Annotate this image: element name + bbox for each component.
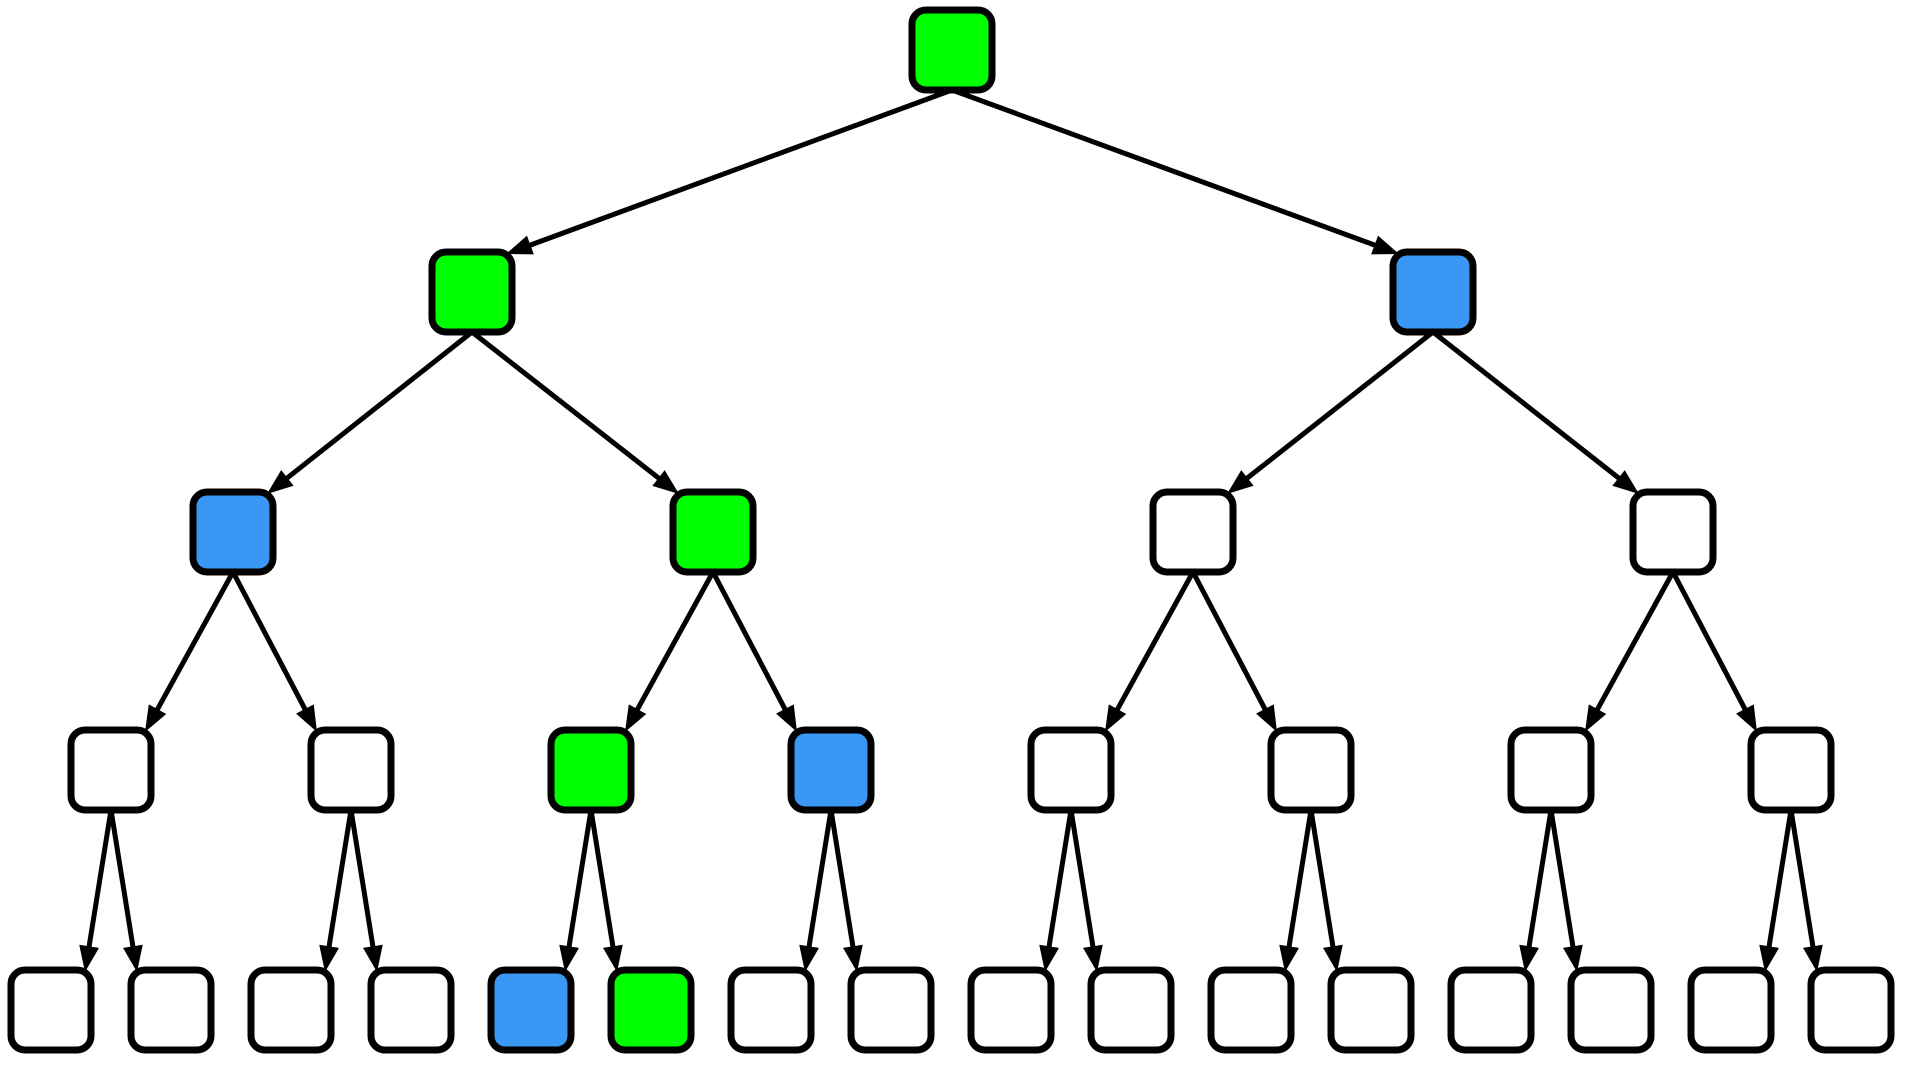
edge-arrowhead-icon: [625, 704, 647, 732]
tree-node-n28-white[interactable]: [1567, 966, 1655, 1054]
edge-arrowhead-icon: [1519, 944, 1539, 972]
edge-arrowhead-icon: [267, 470, 294, 494]
tree-edge: [565, 809, 594, 953]
tree-node-n18-white[interactable]: [367, 966, 455, 1054]
edge-arrowhead-icon: [296, 704, 317, 732]
tree-edge: [152, 570, 236, 716]
edge-arrowhead-icon: [1256, 704, 1277, 732]
edge-arrowhead-icon: [1585, 704, 1607, 732]
tree-edge: [1112, 570, 1196, 716]
edge-arrowhead-icon: [1083, 944, 1103, 972]
tree-node-n19-blue[interactable]: [487, 966, 575, 1054]
tree-edge: [1045, 809, 1074, 953]
tree-edge: [1308, 809, 1337, 953]
tree-edge: [1241, 330, 1435, 484]
edge-arrowhead-icon: [1039, 944, 1059, 972]
edge-arrowhead-icon: [363, 944, 383, 972]
tree-node-n23-white[interactable]: [967, 966, 1055, 1054]
edge-arrowhead-icon: [1563, 944, 1583, 972]
tree-node-n29-white[interactable]: [1687, 966, 1775, 1054]
edge-arrowhead-icon: [1371, 235, 1399, 255]
edge-arrowhead-icon: [799, 944, 819, 972]
tree-node-n6-white[interactable]: [1629, 488, 1717, 576]
edge-arrowhead-icon: [319, 944, 339, 972]
edge-arrowhead-icon: [1323, 944, 1343, 972]
tree-edge: [1525, 809, 1554, 953]
tree-node-n26-white[interactable]: [1327, 966, 1415, 1054]
tree-edge: [1548, 809, 1577, 953]
edge-arrowhead-icon: [1612, 470, 1639, 494]
tree-node-n12-white[interactable]: [1267, 726, 1355, 814]
edge-arrowhead-icon: [123, 944, 143, 972]
tree-edge: [470, 330, 665, 484]
tree-node-n17-white[interactable]: [247, 966, 335, 1054]
tree-node-n21-white[interactable]: [727, 966, 815, 1054]
tree-node-n5-white[interactable]: [1149, 488, 1237, 576]
edge-arrowhead-icon: [79, 944, 99, 972]
tree-edge: [1592, 570, 1676, 716]
tree-node-n16-white[interactable]: [127, 966, 215, 1054]
nodes-layer: [7, 6, 1895, 1054]
tree-node-n2-blue[interactable]: [1389, 248, 1477, 336]
edge-arrowhead-icon: [843, 944, 863, 972]
edge-arrowhead-icon: [1736, 704, 1757, 732]
edge-arrowhead-icon: [1759, 944, 1779, 972]
tree-node-n4-green[interactable]: [669, 488, 757, 576]
tree-edge: [828, 809, 857, 953]
tree-edge: [325, 809, 354, 953]
tree-edge: [710, 570, 790, 716]
edge-arrowhead-icon: [776, 704, 797, 732]
tree-node-n0-green[interactable]: [908, 6, 996, 94]
tree-node-n10-blue[interactable]: [787, 726, 875, 814]
tree-node-n14-white[interactable]: [1747, 726, 1835, 814]
tree-edge: [230, 570, 310, 716]
tree-edge: [1190, 570, 1270, 716]
edge-arrowhead-icon: [1803, 944, 1823, 972]
tree-edge: [1765, 809, 1794, 953]
tree-edge: [108, 809, 137, 953]
tree-node-n7-white[interactable]: [67, 726, 155, 814]
edge-arrowhead-icon: [1279, 944, 1299, 972]
tree-edge: [1285, 809, 1314, 953]
tree-node-n25-white[interactable]: [1207, 966, 1295, 1054]
edge-arrowhead-icon: [145, 704, 167, 732]
tree-node-n9-green[interactable]: [547, 726, 635, 814]
tree-edge: [588, 809, 617, 953]
tree-edge: [281, 330, 474, 484]
edge-arrowhead-icon: [652, 470, 679, 494]
edge-arrowhead-icon: [506, 235, 534, 255]
tree-edge: [523, 87, 953, 250]
edge-arrowhead-icon: [603, 944, 623, 972]
tree-edge: [1670, 570, 1750, 716]
tree-node-n1-green[interactable]: [428, 248, 516, 336]
tree-edge: [951, 87, 1382, 250]
tree-edge: [805, 809, 834, 953]
tree-edge: [1431, 330, 1625, 484]
tree-node-n27-white[interactable]: [1447, 966, 1535, 1054]
tree-node-n22-white[interactable]: [847, 966, 935, 1054]
tree-node-n13-white[interactable]: [1507, 726, 1595, 814]
tree-node-n15-white[interactable]: [7, 966, 95, 1054]
tree-edge: [85, 809, 114, 953]
tree-edge: [1788, 809, 1817, 953]
edge-arrowhead-icon: [1227, 470, 1254, 494]
tree-node-n24-white[interactable]: [1087, 966, 1175, 1054]
edge-arrowhead-icon: [1105, 704, 1127, 732]
tree-edge: [632, 570, 716, 716]
tree-edge: [348, 809, 377, 953]
edge-arrowhead-icon: [559, 944, 579, 972]
tree-node-n30-white[interactable]: [1807, 966, 1895, 1054]
tree-edge: [1068, 809, 1097, 953]
edges-layer: [79, 87, 1823, 972]
tree-node-n3-blue[interactable]: [189, 488, 277, 576]
tree-node-n11-white[interactable]: [1027, 726, 1115, 814]
tree-node-n8-white[interactable]: [307, 726, 395, 814]
tree-node-n20-green[interactable]: [607, 966, 695, 1054]
